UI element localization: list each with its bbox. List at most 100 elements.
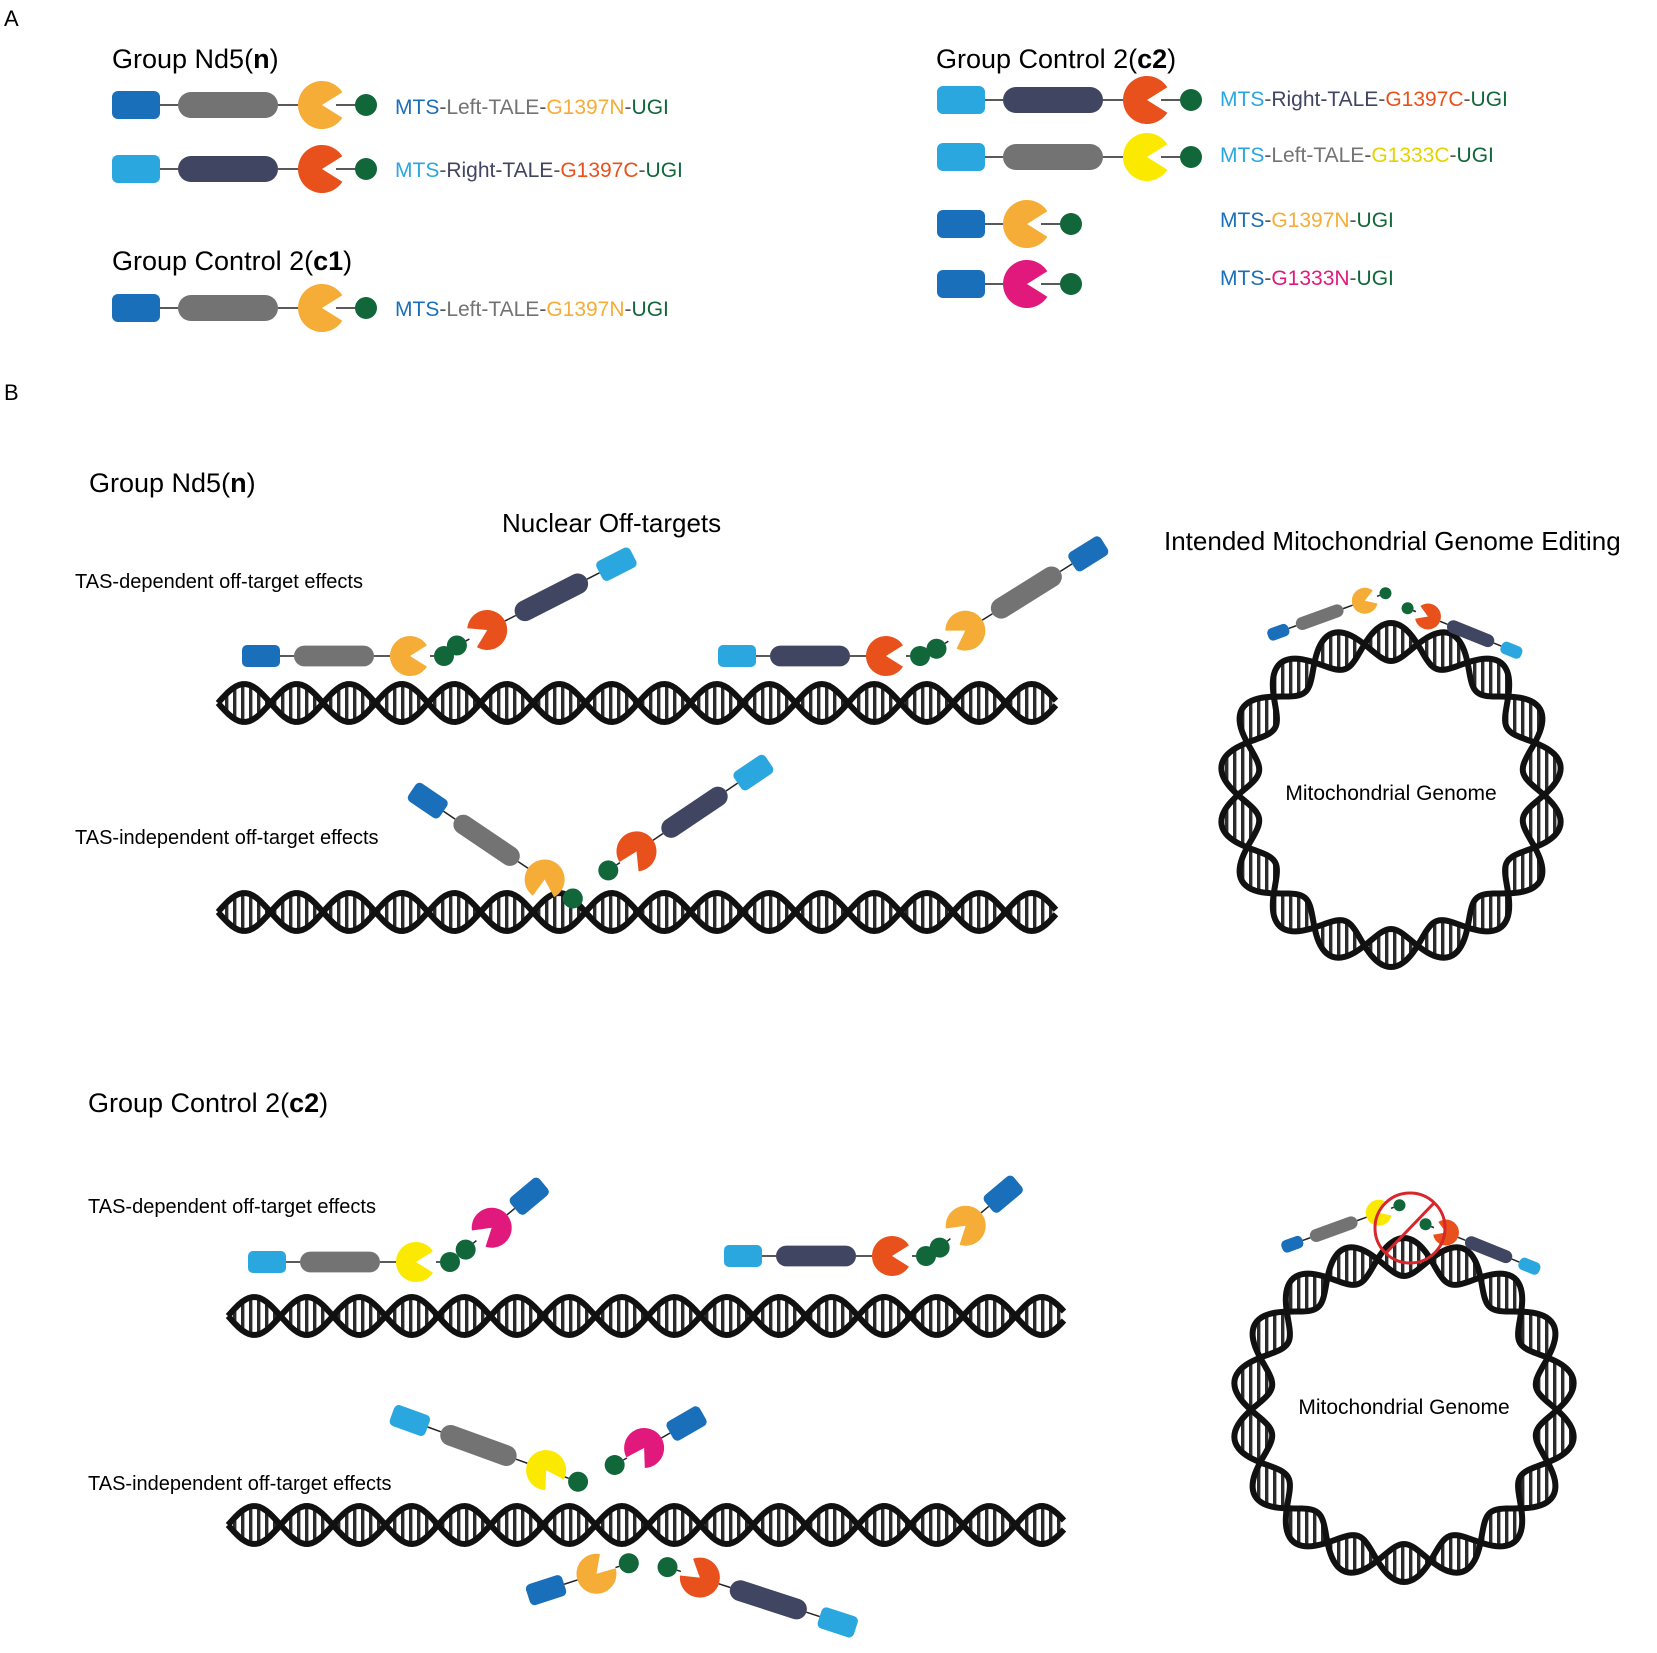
mts-domain: [242, 644, 280, 668]
ugi-domain: [1180, 89, 1202, 111]
ugi-domain: [355, 94, 377, 116]
legend-segment: -: [1364, 144, 1371, 167]
legend-nd5-left: MTS-Left-TALE-G1397N-UGI: [395, 96, 669, 119]
construct-c2-left: [937, 133, 1202, 181]
deaminase-domain: [1351, 587, 1378, 614]
ugi-domain: [355, 297, 377, 319]
legend-segment: -: [625, 298, 632, 321]
deaminase-domain: [866, 636, 903, 676]
panel-a-c1-title: Group Control 2(c1): [112, 246, 352, 276]
mts-domain: [1068, 536, 1109, 572]
mito-editing-title: Intended Mitochondrial Genome Editing: [1164, 526, 1621, 556]
linker: [652, 832, 664, 841]
linker: [615, 1565, 620, 1569]
mito-backbone: [1218, 619, 1564, 961]
no-symbol-ring: [1373, 1191, 1447, 1265]
c2-dependent-dna: [225, 1293, 1067, 1339]
nd5-dependent-dna: [215, 680, 1059, 726]
dna-backbone: [215, 889, 1059, 935]
tale-domain: [990, 566, 1062, 619]
deaminase-domain: [872, 1236, 909, 1276]
linker: [661, 1432, 671, 1439]
ugi-domain: [1180, 146, 1202, 168]
legend-c2-g1397n: MTS-G1397N-UGI: [1220, 209, 1394, 232]
panel-a-nd5-title: Group Nd5(n): [112, 44, 279, 74]
linker: [1493, 642, 1502, 647]
linker: [1439, 620, 1448, 626]
c2-dep-g1333n-construct: [455, 1177, 549, 1260]
tale-domain: [729, 1580, 807, 1620]
nd5-dep-right-construct: [446, 547, 637, 656]
tale-domain: [300, 1251, 380, 1273]
ugi-domain: [440, 1252, 460, 1272]
linker: [718, 1583, 731, 1589]
linker: [1457, 1236, 1466, 1242]
mts-domain: [596, 547, 637, 581]
linker: [725, 782, 739, 792]
mts-domain: [1500, 641, 1523, 659]
linker: [1412, 609, 1417, 613]
linker: [465, 638, 470, 642]
legend-segment: MTS: [1220, 88, 1264, 111]
tale-domain: [770, 645, 850, 667]
tale-domain: [1464, 1236, 1513, 1264]
construct-nd5-left: [112, 81, 377, 129]
ugi-domain: [604, 1455, 625, 1475]
deaminase-domain: [524, 859, 565, 898]
mito-bottom-left-construct: [1281, 1199, 1406, 1253]
mito-top-left-construct: [1267, 587, 1392, 641]
ugi-domain: [1379, 587, 1392, 600]
mts-domain: [937, 86, 985, 114]
ugi-domain: [1401, 602, 1414, 615]
ugi-domain: [1393, 1199, 1406, 1212]
deaminase-domain: [1415, 603, 1441, 630]
nd5-dep-left2-construct: [926, 536, 1109, 659]
linker: [427, 1426, 442, 1433]
title-base: Group Control 2(: [936, 44, 1137, 74]
mts-domain: [407, 782, 448, 819]
legend-segment: Left-TALE: [446, 96, 539, 119]
legend-segment: Left-TALE: [1271, 144, 1364, 167]
deaminase-domain: [679, 1557, 720, 1598]
nd5-indep-right-construct: [598, 754, 774, 881]
c2-indep-g1397n-construct: [525, 1553, 639, 1606]
linker: [622, 1457, 628, 1461]
c2-indep-g1333n-construct: [604, 1406, 707, 1475]
legend-segment: G1333N: [1271, 267, 1349, 290]
construct-c1-left: [112, 284, 377, 332]
mito-top-right-construct: [1401, 602, 1523, 659]
mts-domain: [525, 1575, 567, 1606]
tale-domain: [178, 92, 278, 118]
mts-domain: [937, 270, 985, 298]
legend-segment: UGI: [646, 159, 683, 182]
construct-nd5-right: [112, 145, 377, 193]
deaminase-domain: [945, 1205, 986, 1246]
panel-b-nd5-title: Group Nd5(n): [89, 468, 256, 498]
construct-c2-g1397n: [937, 200, 1082, 249]
ugi-domain: [562, 888, 583, 909]
dna-backbone: [225, 1293, 1067, 1339]
tale-domain: [453, 814, 520, 866]
dna-backbone: [215, 680, 1059, 726]
deaminase-domain: [1003, 260, 1048, 308]
deaminase-domain: [1123, 133, 1168, 181]
linker: [1390, 1206, 1395, 1210]
title-base: Group Control 2(: [88, 1088, 289, 1118]
legend-segment: Left-TALE: [446, 298, 539, 321]
ugi-domain: [1419, 1218, 1432, 1231]
mito-backbone: [1231, 1234, 1577, 1576]
legend-segment: G1333C: [1371, 144, 1449, 167]
dna-backbone: [225, 1502, 1067, 1548]
mts-domain: [817, 1607, 858, 1638]
no-symbol-icon: [1373, 1191, 1447, 1265]
mito-genome-label-top: Mitochondrial Genome: [1285, 782, 1496, 805]
legend-segment: G1397N: [546, 298, 624, 321]
linker: [563, 1579, 578, 1585]
legend-segment: UGI: [1357, 209, 1394, 232]
legend-segment: -: [553, 159, 560, 182]
ugi-domain: [910, 646, 930, 666]
deaminase-domain: [624, 1428, 665, 1468]
title-base: Group Nd5(: [89, 468, 230, 498]
title-bold: c2: [289, 1088, 319, 1118]
